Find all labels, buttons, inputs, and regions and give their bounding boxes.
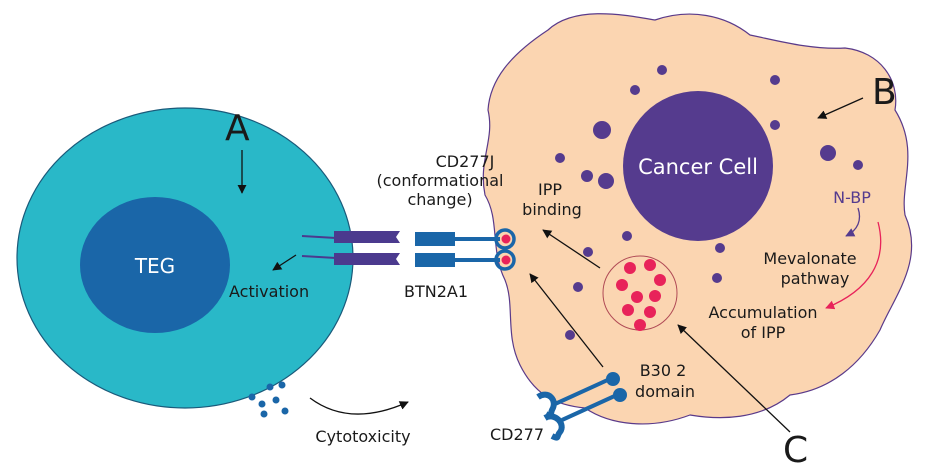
- label-b: B: [872, 72, 897, 113]
- label-a: A: [225, 108, 250, 149]
- label-ipp: IPP: [538, 180, 562, 199]
- label-cd277: CD277: [490, 425, 544, 444]
- arrow-cytotoxicity: [309, 397, 409, 415]
- label-domain: domain: [635, 382, 695, 401]
- label-n-bp: N-BP: [833, 188, 871, 207]
- tcr-line-bottom: [301, 255, 337, 259]
- label-btn2a1: BTN2A1: [404, 282, 468, 301]
- arrow-b30-domain: [529, 273, 604, 368]
- arrow-b: [817, 97, 864, 119]
- cancer-vesicles: [555, 65, 863, 340]
- tcr-line-top: [301, 235, 337, 239]
- label-cytotoxicity: Cytotoxicity: [315, 427, 410, 446]
- label-of-ipp: of IPP: [741, 323, 786, 342]
- arrow-activation: [272, 254, 297, 271]
- label-activation: Activation: [229, 282, 309, 301]
- teg-cell-nucleus: [80, 197, 230, 333]
- arrow-ipp-binding: [542, 229, 601, 269]
- label-change: change): [407, 190, 472, 209]
- btn2a1-receptor: [415, 228, 516, 271]
- label-conformational: (conformational: [377, 171, 504, 190]
- label-cancer-cell: Cancer Cell: [638, 155, 758, 179]
- arrow-accumulation: [825, 221, 882, 310]
- label-pathway: pathway: [781, 269, 850, 288]
- arrow-n-bp: [845, 207, 861, 237]
- label-b30: B30 2: [640, 361, 687, 380]
- cancer-cell-nucleus: [623, 91, 773, 241]
- cd277j-receptor: [334, 231, 400, 265]
- cytotoxic-granules: [248, 381, 289, 418]
- label-mevalonate: Mevalonate: [763, 249, 856, 268]
- label-cd277j: CD277J: [436, 152, 495, 171]
- label-c: C: [783, 430, 808, 470]
- cd277-receptor: [536, 372, 627, 441]
- label-accumulation: Accumulation: [708, 303, 817, 322]
- label-binding: binding: [522, 200, 582, 219]
- label-teg: TEG: [134, 254, 175, 278]
- arrow-c: [677, 324, 791, 433]
- ipp-molecules: [616, 259, 666, 331]
